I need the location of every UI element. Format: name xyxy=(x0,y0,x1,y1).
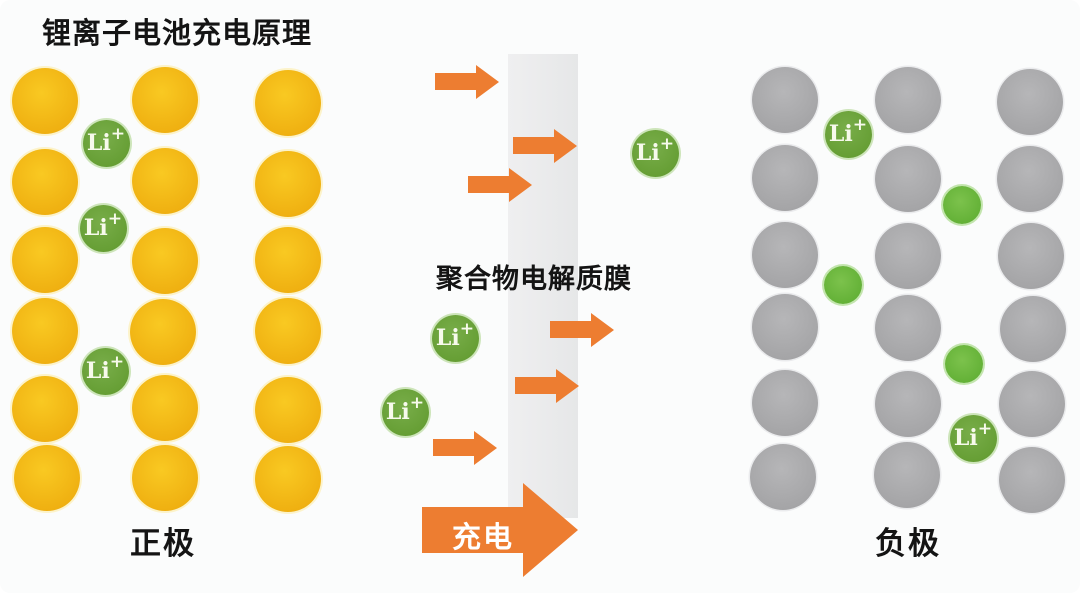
arrow-head xyxy=(476,65,499,99)
charge-arrow: 充电 xyxy=(420,480,580,580)
arrow-head xyxy=(556,369,579,403)
cathode-particle xyxy=(14,445,80,511)
anode-particle xyxy=(875,223,941,289)
flow-arrow xyxy=(550,313,614,347)
cathode-particle xyxy=(255,298,321,364)
anode-particle xyxy=(997,146,1063,212)
anode-particle xyxy=(752,294,818,360)
arrow-shaft xyxy=(433,439,475,456)
arrow-shaft xyxy=(435,73,477,90)
lithium-ion: Li+ xyxy=(81,347,129,395)
lithium-ion-dot xyxy=(943,186,981,224)
cathode-particle xyxy=(130,299,196,365)
lithium-ion: Li+ xyxy=(431,314,479,362)
arrow-shaft xyxy=(513,137,555,154)
lithium-ion: Li+ xyxy=(381,388,429,436)
anode-particle xyxy=(752,67,818,133)
cathode-label: 正极 xyxy=(130,526,196,561)
arrow-head xyxy=(474,431,497,465)
cathode-particle xyxy=(12,227,78,293)
cathode-particle xyxy=(132,148,198,214)
anode-particle xyxy=(997,69,1063,135)
lithium-ion: Li+ xyxy=(79,204,127,252)
cathode-particle xyxy=(255,151,321,217)
anode-particle xyxy=(752,222,818,288)
cathode-particle xyxy=(12,298,78,364)
membrane-label: 聚合物电解质膜 xyxy=(436,264,632,294)
lithium-ion-label: Li+ xyxy=(86,124,126,156)
lithium-ion-label: Li+ xyxy=(435,319,475,351)
lithium-ion: Li+ xyxy=(949,414,997,462)
anode-particle xyxy=(875,371,941,437)
lithium-ion-label: Li+ xyxy=(953,419,993,451)
anode-particle xyxy=(875,146,941,212)
cathode-particle xyxy=(255,377,321,443)
flow-arrow xyxy=(468,168,532,202)
cathode-particle xyxy=(255,227,321,293)
cathode-particle xyxy=(255,446,321,512)
cathode-particle xyxy=(12,68,78,134)
flow-arrow xyxy=(515,369,579,403)
anode-label: 负极 xyxy=(875,526,941,561)
diagram-title: 锂离子电池充电原理 xyxy=(42,18,313,50)
flow-arrow xyxy=(513,129,577,163)
anode-particle xyxy=(998,223,1064,289)
anode-particle xyxy=(750,444,816,510)
lithium-ion: Li+ xyxy=(824,110,872,158)
charge-arrow-icon xyxy=(422,483,578,577)
lithium-ion-label: Li+ xyxy=(828,115,868,147)
lithium-ion-label: Li+ xyxy=(85,352,125,384)
lithium-ion-dot xyxy=(824,266,862,304)
lithium-ion: Li+ xyxy=(631,129,679,177)
cathode-particle xyxy=(132,445,198,511)
lithium-ion-label: Li+ xyxy=(635,134,675,166)
arrow-shaft xyxy=(515,377,557,394)
arrow-head xyxy=(554,129,577,163)
cathode-particle xyxy=(255,70,321,136)
anode-particle xyxy=(752,145,818,211)
cathode-particle xyxy=(132,375,198,441)
anode-particle xyxy=(999,447,1065,513)
lithium-ion: Li+ xyxy=(82,119,130,167)
lithium-ion-label: Li+ xyxy=(83,209,123,241)
cathode-particle xyxy=(132,228,198,294)
arrow-head xyxy=(591,313,614,347)
arrow-shaft xyxy=(550,321,592,338)
arrow-head xyxy=(509,168,532,202)
anode-particle xyxy=(875,67,941,133)
arrow-shaft xyxy=(468,176,510,193)
anode-particle xyxy=(752,370,818,436)
anode-particle xyxy=(1000,296,1066,362)
anode-particle xyxy=(999,371,1065,437)
anode-particle xyxy=(874,442,940,508)
cathode-particle xyxy=(12,149,78,215)
flow-arrow xyxy=(435,65,499,99)
anode-particle xyxy=(875,295,941,361)
lithium-ion-label: Li+ xyxy=(385,393,425,425)
lithium-ion-dot xyxy=(945,345,983,383)
flow-arrow xyxy=(433,431,497,465)
cathode-particle xyxy=(132,67,198,133)
cathode-particle xyxy=(12,376,78,442)
charge-arrow-label: 充电 xyxy=(451,522,514,554)
